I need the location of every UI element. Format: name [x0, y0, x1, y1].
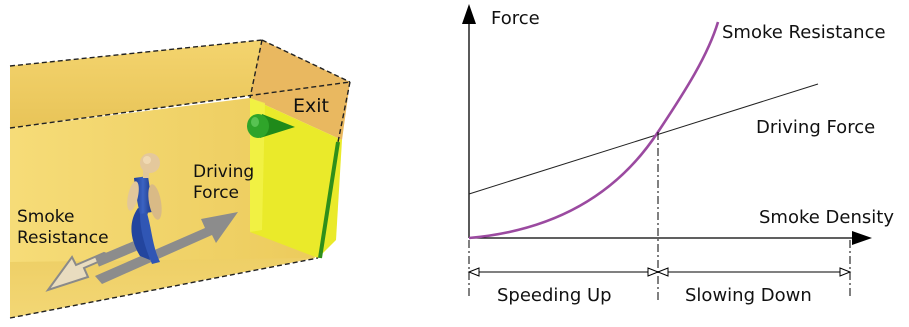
exit-door-edge	[318, 141, 340, 259]
exit-end-wall	[250, 40, 350, 140]
corridor-outline	[9, 39, 351, 319]
exit-label: Exit	[293, 95, 329, 117]
driving-force-arrow	[95, 212, 238, 284]
smoke-resistance-arrow-shaft	[95, 241, 137, 267]
y-axis-arrowhead	[462, 4, 476, 24]
x-axis-label: Smoke Density	[759, 207, 894, 228]
exit-door-wall	[250, 98, 342, 258]
smoke-resistance-curve-label: Smoke Resistance	[722, 22, 886, 43]
smoke-resistance-label-line1: Smoke	[17, 207, 74, 227]
smoke-resistance-label-line2: Resistance	[17, 228, 109, 248]
smoke-resistance-curve	[468, 21, 720, 240]
speeding-up-dimension	[467, 267, 660, 277]
speeding-up-label: Speeding Up	[497, 285, 612, 306]
force-graph: Force Smoke Density Driving Force Smoke …	[462, 4, 894, 306]
slowing-down-dimension	[656, 267, 852, 277]
x-axis-arrowhead	[852, 231, 872, 245]
exit-cone-icon	[247, 114, 295, 138]
y-axis-label: Force	[491, 8, 540, 29]
driving-force-line	[468, 83, 819, 195]
pedestrian-figure	[127, 153, 162, 264]
slowing-down-label: Slowing Down	[685, 285, 812, 306]
driving-force-label-line2: Force	[193, 183, 239, 203]
smoke-resistance-arrow	[45, 251, 115, 292]
corridor-illustration: Exit Driving Force Smoke Resistance	[9, 39, 351, 319]
driving-force-label-line1: Driving	[193, 162, 254, 182]
driving-force-curve-label: Driving Force	[756, 117, 875, 138]
